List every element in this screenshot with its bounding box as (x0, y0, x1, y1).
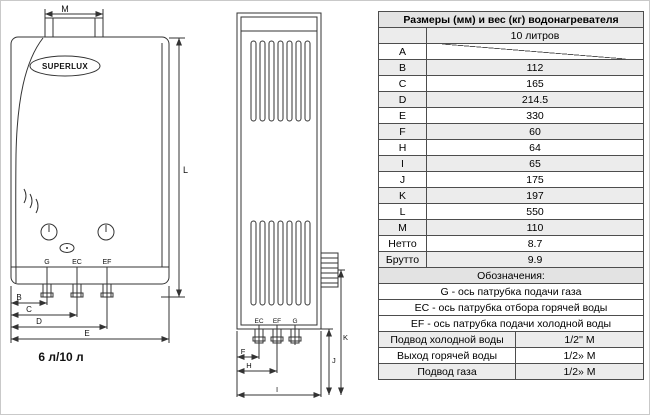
designation-row: ЕС - ось патрубка отбора горячей воды (378, 299, 644, 316)
table-row: Брутто 9.9 (378, 251, 644, 268)
dim-value: 65 (426, 155, 644, 172)
dim-c-label: C (26, 305, 32, 314)
dim-f-label: F (241, 347, 246, 356)
dim-l-label: L (183, 165, 188, 175)
connection-row: Подвод газа 1/2» М (378, 363, 644, 380)
table-row: H 64 (378, 139, 644, 156)
dim-label: E (378, 107, 427, 124)
table-row: I 65 (378, 155, 644, 172)
dim-value: 8.7 (426, 235, 644, 252)
dim-label: F (378, 123, 427, 140)
dim-label: Нетто (378, 235, 427, 252)
dim-h-label: H (246, 361, 251, 370)
dim-label: B (378, 59, 427, 76)
designation-row: G - ось патрубка подачи газа (378, 283, 644, 300)
table-row: E 330 (378, 107, 644, 124)
dim-label: D (378, 91, 427, 108)
dim-value: 165 (426, 75, 644, 92)
connection-value: 1/2'' M (515, 331, 644, 348)
dim-i-label: I (276, 385, 278, 394)
axis-ef-label: EF (273, 318, 281, 325)
dim-value: 175 (426, 171, 644, 188)
table-row: L 550 (378, 203, 644, 220)
dim-label: J (378, 171, 427, 188)
table-row: J 175 (378, 171, 644, 188)
volume-header: 10 литров (426, 27, 644, 44)
designation-text: ЕС - ось патрубка отбора горячей воды (378, 299, 644, 316)
axis-ef-label: EF (103, 259, 112, 266)
dim-value: 110 (426, 219, 644, 236)
table-row: A (378, 43, 644, 60)
table-title-row: Размеры (мм) и вес (кг) водонагревателя (378, 11, 644, 28)
connection-label: Подвод холодной воды (378, 331, 516, 348)
dim-b-label: B (16, 293, 21, 302)
dim-d-label: D (36, 317, 42, 326)
designation-row: EF - ось патрубка подачи холодной воды (378, 315, 644, 332)
empty-cell (378, 27, 427, 44)
connection-row: Подвод холодной воды 1/2'' M (378, 331, 644, 348)
table-row: M 110 (378, 219, 644, 236)
side-view-drawing: EC EF G F H I J K (236, 12, 348, 398)
volume-header-row: 10 литров (378, 27, 644, 44)
dim-label: H (378, 139, 427, 156)
side-knob (320, 252, 339, 288)
dim-value: 330 (426, 107, 644, 124)
dim-value: 197 (426, 187, 644, 204)
table-row: B 112 (378, 59, 644, 76)
front-view-caption: 6 л/10 л (38, 350, 83, 364)
dim-value: 64 (426, 139, 644, 156)
dim-label: I (378, 155, 427, 172)
dim-value: 112 (426, 59, 644, 76)
dim-label: L (378, 203, 427, 220)
designations-title-row: Обозначения: (378, 267, 644, 284)
table-row: K 197 (378, 187, 644, 204)
front-view-drawing: M SUPERLUX G EC EF B C D E L 6 л/10 л (10, 5, 188, 364)
table-row: D 214.5 (378, 91, 644, 108)
axis-g-label: G (292, 318, 297, 325)
dim-m-label: M (61, 5, 69, 14)
dim-label: M (378, 219, 427, 236)
axis-ec-label: EC (254, 318, 263, 325)
dim-e-label: E (84, 329, 89, 338)
table-row: C 165 (378, 75, 644, 92)
dim-label: C (378, 75, 427, 92)
designation-text: G - ось патрубка подачи газа (378, 283, 644, 300)
table-row: Нетто 8.7 (378, 235, 644, 252)
designations-title: Обозначения: (378, 267, 644, 284)
brand-logo-text: SUPERLUX (42, 62, 88, 71)
dim-value: 214.5 (426, 91, 644, 108)
dim-label: Брутто (378, 251, 427, 268)
axis-g-label: G (44, 259, 49, 266)
connection-label: Выход горячей воды (378, 347, 516, 364)
dimensions-table: Размеры (мм) и вес (кг) водонагревателя … (378, 11, 644, 380)
connection-value: 1/2» М (515, 363, 644, 380)
dim-value (426, 43, 644, 60)
connection-value: 1/2» М (515, 347, 644, 364)
designation-text: EF - ось патрубка подачи холодной воды (378, 315, 644, 332)
side-view-lines (236, 12, 345, 398)
connection-label: Подвод газа (378, 363, 516, 380)
dim-value: 9.9 (426, 251, 644, 268)
vent-slats-top (250, 40, 311, 122)
front-view-lines (10, 9, 185, 343)
dim-k-label: K (343, 333, 348, 342)
dim-label: K (378, 187, 427, 204)
axis-ec-label: EC (72, 259, 82, 266)
dim-value: 550 (426, 203, 644, 220)
dim-j-label: J (332, 356, 336, 365)
dim-value: 60 (426, 123, 644, 140)
table-row: F 60 (378, 123, 644, 140)
table-title: Размеры (мм) и вес (кг) водонагревателя (378, 11, 644, 28)
connection-row: Выход горячей воды 1/2» М (378, 347, 644, 364)
dim-label: A (378, 43, 427, 60)
vent-slats-bottom (250, 220, 311, 306)
